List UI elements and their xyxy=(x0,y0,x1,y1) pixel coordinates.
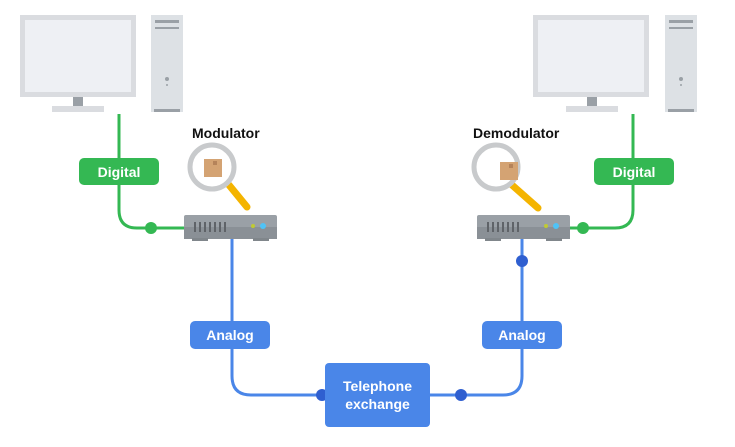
right-magnifier-icon xyxy=(471,142,542,212)
right-digital-node xyxy=(577,222,589,234)
exchange-line-2: exchange xyxy=(345,396,410,412)
demodulator-modem-icon xyxy=(477,215,570,241)
left-digital-node xyxy=(145,222,157,234)
exchange-right-node xyxy=(455,389,467,401)
left-analog-label: Analog xyxy=(190,321,270,349)
right-analog-wire xyxy=(428,238,524,397)
left-analog-wire xyxy=(230,238,325,397)
left-magnifier-icon xyxy=(187,142,251,211)
right-analog-label: Analog xyxy=(482,321,562,349)
modulator-modem-icon xyxy=(184,215,277,241)
left-digital-label: Digital xyxy=(79,158,159,185)
right-digital-wire xyxy=(566,114,635,230)
left-digital-wire xyxy=(117,114,186,230)
left-computer-icon xyxy=(20,15,183,112)
right-analog-node xyxy=(516,255,528,267)
exchange-line-1: Telephone xyxy=(343,378,412,394)
telephone-exchange-box: Telephone exchange xyxy=(325,363,430,427)
modulator-title: Modulator xyxy=(192,125,260,141)
right-digital-label: Digital xyxy=(594,158,674,185)
right-computer-icon xyxy=(533,15,697,112)
demodulator-title: Demodulator xyxy=(473,125,560,141)
